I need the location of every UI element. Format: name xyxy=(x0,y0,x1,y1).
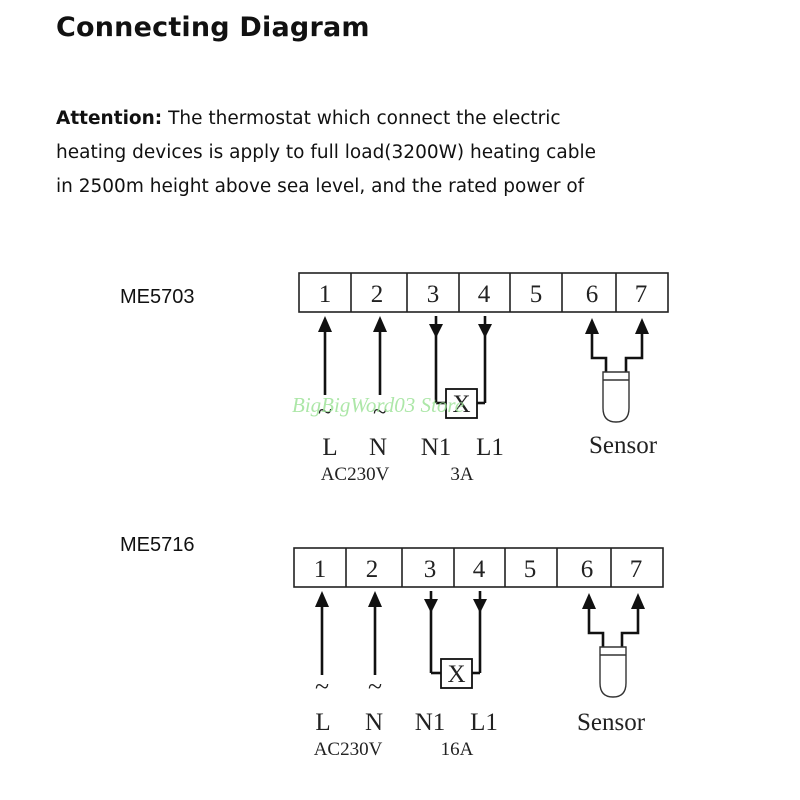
arrow-up-icon xyxy=(373,316,387,332)
attention-text-1: The thermostat which connect the electri… xyxy=(162,108,561,129)
terminal-3: 3 xyxy=(427,281,440,308)
terminal-6: 6 xyxy=(581,556,594,583)
terminal-1: 1 xyxy=(319,281,332,308)
attention-note: Attention: The thermostat which connect … xyxy=(56,102,756,204)
terminal-7: 7 xyxy=(630,556,643,583)
load-box xyxy=(445,388,478,419)
label-sensor: Sensor xyxy=(577,709,646,736)
terminal-5: 5 xyxy=(524,556,537,583)
arrow-up-icon xyxy=(315,591,329,607)
terminal-block xyxy=(293,547,664,588)
arrow-up-icon xyxy=(582,593,596,609)
arrow-down-icon xyxy=(429,324,443,338)
terminal-block xyxy=(298,272,669,313)
terminal-4: 4 xyxy=(478,281,491,308)
sensor-lead-left xyxy=(590,332,608,372)
arrow-up-icon xyxy=(585,318,599,334)
label-l: L xyxy=(322,434,337,461)
label-n: N xyxy=(365,709,383,736)
terminal-6: 6 xyxy=(586,281,599,308)
label-l1: L1 xyxy=(470,709,498,736)
terminal-block-outline xyxy=(298,272,669,313)
arrow-heads xyxy=(315,591,645,613)
attention-line-1: Attention: The thermostat which connect … xyxy=(56,102,756,136)
sensor-probe-icon xyxy=(599,646,627,698)
terminal-4: 4 xyxy=(473,556,486,583)
model-label-me5703: ME5703 xyxy=(120,286,195,308)
label-sensor: Sensor xyxy=(589,432,658,459)
page-title: Connecting Diagram xyxy=(56,12,370,43)
label-supply: AC230V xyxy=(314,739,383,760)
arrow-up-icon xyxy=(318,316,332,332)
sensor-lead-right xyxy=(620,607,640,647)
arrow-down-icon xyxy=(424,599,438,613)
terminal-3: 3 xyxy=(424,556,437,583)
wiring-diagram-me5703: 1 2 3 4 5 6 7 X ~ ~ L N N1 L1 Sen xyxy=(298,272,669,485)
arrow-up-icon xyxy=(631,593,645,609)
arrow-up-icon xyxy=(368,591,382,607)
label-current: 16A xyxy=(441,739,474,760)
watermark: BigBigWord03 Store xyxy=(292,393,465,417)
attention-line-3: in 2500m height above sea level, and the… xyxy=(56,176,585,197)
label-n1: N1 xyxy=(415,709,446,736)
label-n: N xyxy=(369,434,387,461)
terminal-5: 5 xyxy=(530,281,543,308)
ac-n-icon: ~ xyxy=(368,672,382,701)
model-label-me5716: ME5716 xyxy=(120,534,195,556)
terminal-2: 2 xyxy=(366,556,379,583)
sensor-lead-left xyxy=(587,607,605,647)
sensor-lead-right xyxy=(624,332,644,372)
ac-l-icon: ~ xyxy=(315,672,329,701)
sensor-probe-icon xyxy=(602,371,630,423)
load-box xyxy=(440,658,473,689)
arrow-heads xyxy=(318,316,649,338)
load-x-icon: X xyxy=(447,661,465,688)
arrow-down-icon xyxy=(473,599,487,613)
label-supply: AC230V xyxy=(321,464,390,485)
wiring-diagram-me5716: 1 2 3 4 5 6 7 X ~ ~ L N N1 L1 Sen xyxy=(293,547,664,760)
arrow-up-icon xyxy=(635,318,649,334)
ac-l-icon: ~ xyxy=(318,397,332,426)
arrow-down-icon xyxy=(478,324,492,338)
label-l: L xyxy=(315,709,330,736)
terminal-1: 1 xyxy=(314,556,327,583)
load-x-icon: X xyxy=(452,391,470,418)
terminal-2: 2 xyxy=(371,281,384,308)
label-current: 3A xyxy=(450,464,474,485)
label-l1: L1 xyxy=(476,434,504,461)
terminal-block-outline xyxy=(293,547,664,588)
ac-n-icon: ~ xyxy=(373,397,387,426)
attention-label: Attention: xyxy=(56,108,163,129)
label-n1: N1 xyxy=(421,434,452,461)
attention-line-2: heating devices is apply to full load(32… xyxy=(56,142,596,163)
terminal-7: 7 xyxy=(635,281,648,308)
